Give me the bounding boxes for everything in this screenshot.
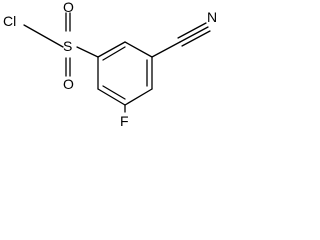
atom-n-label: N bbox=[207, 9, 217, 25]
ring-bond-1-2 bbox=[97, 41, 126, 58]
molecule-diagram: Cl S O O N F bbox=[0, 0, 230, 132]
bond-cl-s bbox=[23, 24, 64, 48]
atom-cl-label: Cl bbox=[3, 13, 16, 29]
bond-ring-cn bbox=[151, 41, 181, 58]
structure-svg: Cl S O O N F bbox=[3, 0, 217, 129]
bond-cn-triple-c bbox=[181, 30, 211, 47]
atom-o-bottom-label: O bbox=[63, 76, 74, 92]
ring-bond-2-3 bbox=[124, 41, 153, 58]
bond-s-ring bbox=[76, 46, 99, 58]
bond-cn-triple-b bbox=[177, 22, 207, 39]
atom-s-label: S bbox=[63, 38, 72, 54]
ring-bond-5-6 bbox=[97, 88, 126, 106]
bond-cn-triple-a bbox=[179, 26, 209, 43]
ring-double-5-6 bbox=[102, 85, 126, 100]
atom-o-top-label: O bbox=[63, 0, 74, 15]
ring-double-1-2 bbox=[102, 46, 126, 61]
ring-bond-4-5 bbox=[124, 88, 153, 106]
benzene-ring bbox=[97, 41, 153, 106]
atom-f-label: F bbox=[120, 113, 129, 129]
